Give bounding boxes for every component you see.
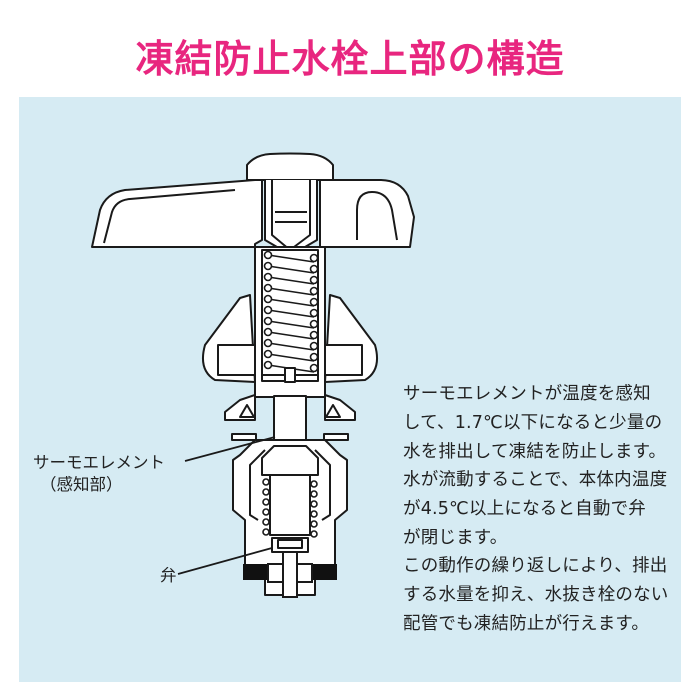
- thermo-element: [273, 395, 307, 447]
- page-title: 凍結防止水栓上部の構造: [135, 37, 565, 81]
- leader-line-valve: [177, 547, 273, 575]
- description-paragraph-3: この動作の繰り返しにより、排出 する水量を抑え、水抜き栓のない 配管でも凍結防止…: [403, 556, 669, 634]
- lower-spring: [262, 478, 318, 538]
- label-valve: 弁: [160, 566, 177, 585]
- description-paragraph-2: 水が流動することで、本体内温度 が4.5℃以上になると自動で弁 が閉じます。: [403, 470, 668, 548]
- label-thermo-element: サーモエレメント: [33, 453, 165, 472]
- handle-right: [319, 179, 415, 248]
- top-cap: [246, 152, 334, 181]
- leader-line-thermo: [184, 436, 276, 462]
- label-thermo-element-sub: （感知部）: [40, 475, 123, 494]
- handle: [91, 179, 263, 248]
- description-paragraph-1: サーモエレメントが温度を感知 して、1.7℃以下になると少量の 水を排出して凍結…: [403, 384, 667, 462]
